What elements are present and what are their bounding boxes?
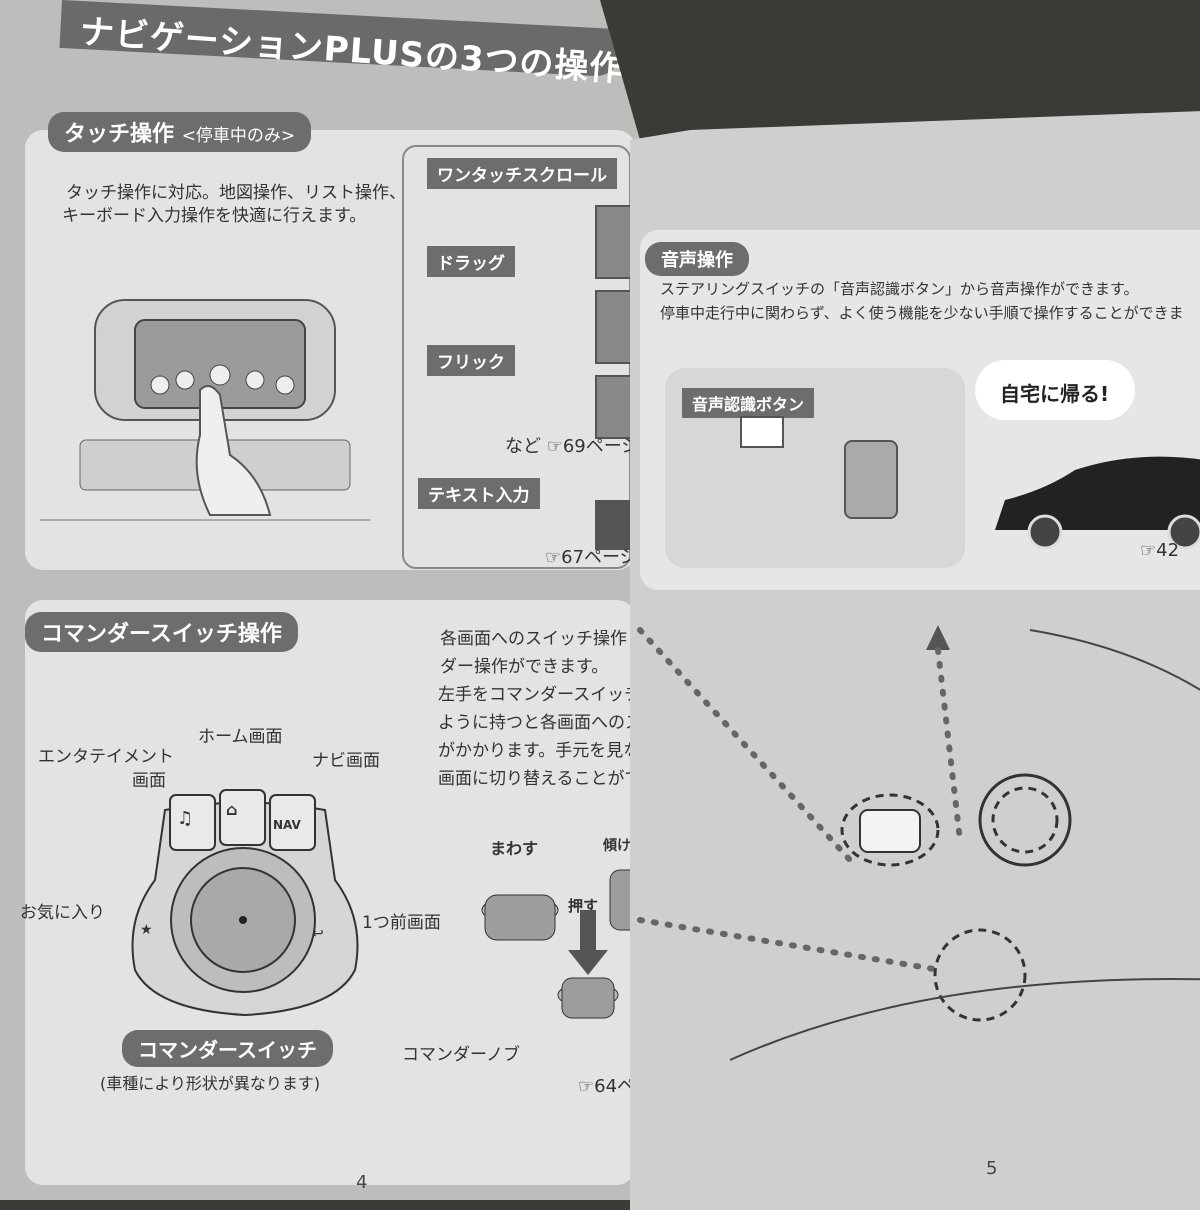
voice-ref: ☞42 <box>1140 540 1180 561</box>
commander-desc-4: ように持つと各画面へのスイッチ <box>438 713 693 733</box>
commander-desc-6: 画面に切り替えることができ <box>438 769 659 789</box>
knob-actions-illustration <box>481 869 640 1019</box>
gesture-label-flick: フリック <box>427 345 515 376</box>
commander-desc-5: がかかります。手元を見なくて <box>438 741 674 761</box>
interior-illustration <box>637 625 1200 1061</box>
commander-switch-illustration <box>131 789 359 1017</box>
label-entertainment-2: 画面 <box>132 771 166 791</box>
nav-button-label: NAV <box>273 818 301 832</box>
text-input-ref: ☞67ページ <box>545 547 638 568</box>
gesture-ref: など ☞69ページ <box>505 436 640 457</box>
dashboard-illustration <box>40 299 370 521</box>
commander-desc-3: 左手をコマンダースイッチに <box>438 685 659 705</box>
commander-switch-name: コマンダースイッチ <box>122 1030 333 1067</box>
steering-switch <box>844 440 898 519</box>
gesture-thumb-1 <box>595 205 634 279</box>
commander-desc-1: 各画面へのスイッチ操作と <box>440 629 644 649</box>
car-silhouette <box>995 456 1200 550</box>
back-arrow-icon: ↩ <box>312 926 324 942</box>
gesture-label-one-touch-scroll: ワンタッチスクロール <box>427 158 617 189</box>
label-home: ホーム画面 <box>198 727 283 747</box>
commander-switch-note: (車種により形状が異なります) <box>100 1074 321 1093</box>
label-favorite: お気に入り <box>20 903 105 923</box>
speech-bubble <box>975 360 1135 420</box>
touch-heading-note: <停車中のみ> <box>181 126 296 146</box>
page-number-left: 4 <box>356 1172 368 1193</box>
label-entertainment-1: エンタテイメント <box>38 747 174 767</box>
label-back: 1つ前画面 <box>362 913 441 933</box>
right-page: 音声操作 ステアリングスイッチの「音声認識ボタン」から音声操作ができます。 停車… <box>630 110 1200 1210</box>
touch-heading-label: タッチ操作 <box>64 122 175 147</box>
left-page: ナビゲーションPLUSの3つの操作方法 タッチ操作 <停車中のみ> タッチ操作に… <box>0 0 640 1200</box>
gesture-thumb-3 <box>595 375 634 439</box>
touch-desc-line2: キーボード入力操作を快適に行えます。 <box>62 206 367 226</box>
voice-button-label: 音声認識ボタン <box>682 388 815 418</box>
label-navi: ナビ画面 <box>312 751 380 771</box>
touch-heading: タッチ操作 <停車中のみ> <box>48 112 312 152</box>
page-number-right: 5 <box>986 1158 998 1179</box>
star-icon: ★ <box>140 922 153 938</box>
voice-desc-line1: ステアリングスイッチの「音声認識ボタン」から音声操作ができます。 <box>660 280 1139 298</box>
text-input-label: テキスト入力 <box>418 478 540 509</box>
voice-heading: 音声操作 <box>645 242 749 276</box>
commander-ref: ☞64ペ <box>578 1076 636 1097</box>
commander-heading: コマンダースイッチ操作 <box>25 612 298 652</box>
music-icon: ♫ <box>177 808 194 829</box>
commander-desc-2: ダー操作ができます。 <box>440 657 609 677</box>
rotate-label: まわす <box>490 839 539 858</box>
voice-button-icon <box>740 416 784 448</box>
gesture-thumb-2 <box>595 290 634 364</box>
label-knob: コマンダーノブ <box>402 1045 520 1065</box>
gesture-label-drag: ドラッグ <box>427 246 515 277</box>
text-input-thumb <box>595 500 630 550</box>
home-icon: ⌂ <box>226 800 238 819</box>
voice-desc-line2: 停車中走行中に関わらず、よく使う機能を少ない手順で操作することができま <box>660 304 1184 322</box>
speech-text: 自宅に帰る! <box>1000 382 1110 406</box>
touch-desc-line1: タッチ操作に対応。地図操作、リスト操作、 <box>66 183 406 203</box>
